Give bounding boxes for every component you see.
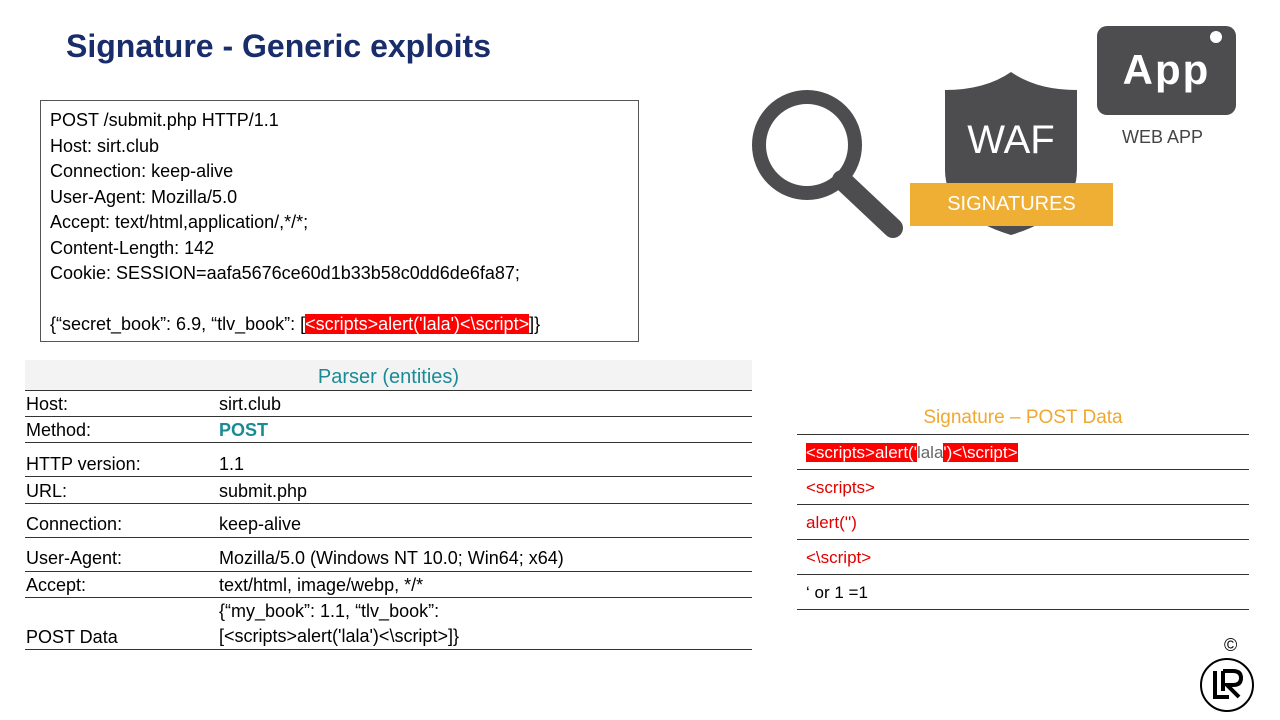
app-label: App: [1122, 46, 1211, 93]
signature-row: ‘ or 1 =1: [797, 574, 1249, 610]
user-agent-header-line: User-Agent: Mozilla/5.0: [50, 186, 238, 207]
parser-row-accept: Accept: text/html, image/webp, */*: [25, 571, 752, 597]
parser-row-host: Host: sirt.club: [25, 390, 752, 416]
accept-header-line: Accept: text/html,application/,*/*;: [50, 212, 309, 232]
host-header-line: Host: sirt.club: [50, 135, 160, 156]
request-line: POST /submit.php HTTP/1.1: [50, 110, 279, 130]
request-body-line: {“secret_book”: 6.9, “tlv_book”: [<scrip…: [50, 312, 629, 338]
signatures-label: SIGNATURES: [947, 193, 1076, 215]
cookie-header-line: Cookie: SESSION=aafa5676ce60d1b33b58c0dd…: [50, 263, 520, 283]
connection-header-line: Connection: keep-alive: [50, 161, 234, 181]
signature-row: alert(''): [797, 504, 1249, 539]
waf-illustration: [752, 26, 1236, 238]
parser-row-url: URL: submit.php: [25, 476, 752, 503]
copyright-symbol: ©: [1224, 635, 1238, 655]
signature-row-full-payload: <scripts>alert('lala')<\script>: [797, 434, 1249, 469]
signature-row: <\script>: [797, 539, 1249, 574]
parser-table: Parser (entities) Host: sirt.club Method…: [25, 360, 752, 650]
parser-row-http-version: HTTP version: 1.1: [25, 442, 752, 476]
parser-header: Parser (entities): [25, 360, 752, 390]
parser-row-user-agent: User-Agent: Mozilla/5.0 (Windows NT 10.0…: [25, 537, 752, 571]
magnifying-glass-icon: [752, 90, 903, 238]
signature-header: Signature – POST Data: [923, 407, 1123, 428]
parser-row-post-data: POST Data {“my_book”: 1.1, “tlv_book”: […: [25, 597, 752, 650]
http-request-box: POST /submit.php HTTP/1.1 Host: sirt.clu…: [40, 100, 639, 342]
signatures-banner: [910, 183, 1113, 226]
body-prefix: {“secret_book”: 6.9, “tlv_book”: [: [50, 314, 306, 334]
web-app-label: WEB APP: [1122, 127, 1204, 147]
waf-label: WAF: [967, 118, 1055, 162]
app-icon: [1097, 26, 1236, 115]
company-logo-icon: [1200, 658, 1254, 712]
content-length-header-line: Content-Length: 142: [50, 237, 215, 258]
signature-table: Signature – POST Data <scripts>alert('la…: [797, 400, 1249, 610]
body-suffix: ]}: [529, 314, 541, 334]
parser-row-connection: Connection: keep-alive: [25, 503, 752, 537]
body-payload-highlight: <scripts>alert('lala')<\script>: [305, 314, 530, 334]
parser-row-method: Method: POST: [25, 416, 752, 442]
slide-title: Signature - Generic exploits: [66, 28, 491, 64]
signature-row: <scripts>: [797, 469, 1249, 504]
